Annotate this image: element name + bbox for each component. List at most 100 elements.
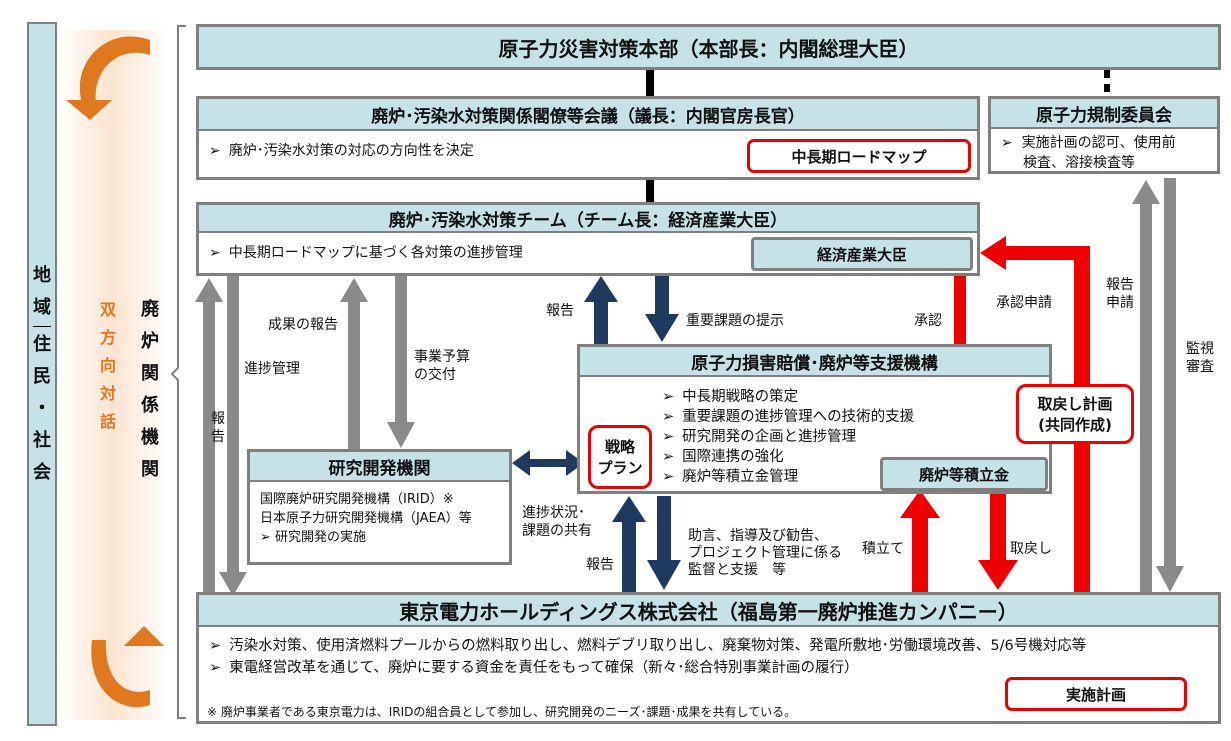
label-report-tepco: 報告 <box>586 557 614 573</box>
ndf-list: 中長期戦略の策定 重要課題の進捗管理への技術的支援 研究開発の企画と進捗管理 国… <box>662 387 914 487</box>
plan-label: 実施計画 <box>1065 685 1126 704</box>
tepco-item: 汚染水対策、使用済燃料プールからの燃料取り出し、燃料デブリ取り出し、廃棄物対策、… <box>209 635 1218 657</box>
label-report-ndf: 報告 <box>546 303 574 319</box>
bottom-curve-arrow <box>91 640 150 708</box>
agencies-char: 機 <box>141 427 159 448</box>
minister-box: 経済産業大臣 <box>751 237 973 271</box>
ndf-panel: 原子力損害賠償･廃炉等支援機構 中長期戦略の策定 重要課題の進捗管理への技術的支… <box>577 344 1052 494</box>
label-report-vertical: 報 告 <box>210 410 226 446</box>
label-approval-request: 承認申請 <box>996 295 1052 311</box>
report-char: 報 <box>211 411 225 427</box>
label-monitor: 監視 審査 <box>1186 340 1214 376</box>
community-char: 域 <box>33 296 51 318</box>
team-item: 中長期ロードマップに基づく各対策の進捗管理 <box>209 243 977 263</box>
agencies-char: 関 <box>141 363 159 384</box>
tepco-panel: 東京電力ホールディングス株式会社（福島第一廃炉推進カンパニー） 汚染水対策、使用… <box>196 592 1221 724</box>
agencies-char: 関 <box>141 459 159 480</box>
budget-line2: の交付 <box>414 367 456 383</box>
ndf-header: 原子力損害賠償･廃炉等支援機構 <box>580 347 1049 377</box>
council-item: 廃炉･汚染水対策の対応の方向性を決定 <box>209 141 977 161</box>
roadmap-box: 中長期ロードマップ <box>747 139 971 173</box>
dialogue-char: 話 <box>99 412 116 431</box>
council-panel: 廃炉･汚染水対策関係閣僚等会議（議長：内閣官房長官） 廃炉･汚染水対策の対応の方… <box>196 96 980 180</box>
budget-line1: 事業予算 <box>414 349 470 365</box>
rnd-panel: 研究開発機関 国際廃炉研究開発機構（IRID）※ 日本原子力研究開発機構（JAE… <box>247 449 512 565</box>
strategy-line2: プラン <box>597 459 643 477</box>
label-approval: 承認 <box>914 313 942 329</box>
advice-line3: 監督と支援 等 <box>688 562 786 578</box>
ndf-item: 廃炉等積立金管理 <box>662 467 914 487</box>
nra-item-line1: 実施計画の認可、使用前 <box>1021 135 1176 151</box>
community-char: ・ <box>33 397 51 419</box>
roadmap-label: 中長期ロードマップ <box>791 147 927 166</box>
bullet-glyph: ➢ <box>260 530 276 545</box>
label-status-share: 進捗状況･ 課題の共有 <box>522 504 592 540</box>
ndf-item: 中長期戦略の策定 <box>662 387 914 407</box>
fund-label: 廃炉等積立金 <box>918 465 1009 484</box>
tepco-header: 東京電力ホールディングス株式会社（福島第一廃炉推進カンパニー） <box>199 595 1218 627</box>
council-list: 廃炉･汚染水対策の対応の方向性を決定 <box>199 131 977 161</box>
rnd-header: 研究開発機関 <box>250 452 509 482</box>
dialogue-char: 双 <box>99 300 116 319</box>
community-char: 地 <box>33 264 51 286</box>
advice-line2: プロジェクト管理に係る <box>688 545 842 561</box>
dialogue-char: 向 <box>99 356 116 375</box>
bullet-glyph: ➢ <box>1001 135 1022 151</box>
monitor-line2: 審査 <box>1186 359 1214 375</box>
top-curve-arrow <box>79 36 150 104</box>
team-panel: 廃炉･汚染水対策チーム（チーム長：経済産業大臣） 中長期ロードマップに基づく各対… <box>196 202 980 276</box>
hq-panel: 原子力災害対策本部（本部長：内閣総理大臣） <box>196 24 1221 70</box>
report-apply-line2: 申請 <box>1106 295 1134 311</box>
nra-title: 原子力規制委員会 <box>1036 105 1172 126</box>
community-char: 社 <box>33 429 51 451</box>
community-char: 民 <box>33 365 51 387</box>
status-line2: 課題の共有 <box>522 523 592 539</box>
agencies-char: 廃 <box>141 299 159 320</box>
reclaim-line1: 取戻し計画 <box>1037 395 1113 413</box>
ndf-title: 原子力損害賠償･廃炉等支援機構 <box>691 353 938 374</box>
minister-label: 経済産業大臣 <box>816 245 907 264</box>
report-char: 告 <box>211 429 225 445</box>
strategy-plan-box: 戦略 プラン <box>588 425 652 489</box>
nra-body: ➢ 実施計画の認可、使用前 検査、溶接検査等 <box>991 129 1217 173</box>
ndf-item: 研究開発の企画と進捗管理 <box>662 427 914 447</box>
label-issues: 重要課題の提示 <box>686 313 784 329</box>
label-results-report: 成果の報告 <box>268 317 338 333</box>
team-header: 廃炉･汚染水対策チーム（チーム長：経済産業大臣） <box>199 205 977 233</box>
team-list: 中長期ロードマップに基づく各対策の進捗管理 <box>199 233 977 263</box>
rnd-item: 研究開発の実施 <box>275 530 367 545</box>
agencies-label: 廃 炉 関 係 機 関 <box>138 294 164 486</box>
fund-box: 廃炉等積立金 <box>880 457 1048 491</box>
community-char: 住 <box>33 333 51 355</box>
reclaim-line2: (共同作成) <box>1038 416 1112 434</box>
reclaim-plan-box: 取戻し計画 (共同作成) <box>1016 384 1134 444</box>
tepco-note: ※ 廃炉事業者である東京電力は、IRIDの組合員として参加し、研究開発のニーズ･… <box>207 705 797 719</box>
label-withdraw: 取戻し <box>1010 541 1052 557</box>
rnd-line2: 日本原子力研究開発機構（JAEA）等 <box>260 511 472 526</box>
community-bar: 地 域 住 民 ・ 社 会 <box>27 22 57 726</box>
report-apply-line1: 報告 <box>1106 277 1134 293</box>
nra-header: 原子力規制委員会 <box>991 99 1217 129</box>
rnd-line1: 国際廃炉研究開発機構（IRID）※ <box>260 492 454 507</box>
ndf-item: 重要課題の進捗管理への技術的支援 <box>662 407 914 427</box>
rnd-title: 研究開発機関 <box>328 458 431 479</box>
nra-panel: 原子力規制委員会 ➢ 実施計画の認可、使用前 検査、溶接検査等 <box>988 96 1220 174</box>
tepco-list: 汚染水対策、使用済燃料プールからの燃料取り出し、燃料デブリ取り出し、廃棄物対策、… <box>199 627 1218 679</box>
status-line1: 進捗状況･ <box>522 505 585 521</box>
label-advice: 助言、指導及び勧告、 プロジェクト管理に係る 監督と支援 等 <box>688 528 842 579</box>
hq-title: 原子力災害対策本部（本部長：内閣総理大臣） <box>498 36 919 61</box>
implementation-plan-box: 実施計画 <box>1005 677 1187 711</box>
dialogue-label: 双 方 向 対 話 <box>96 296 120 436</box>
advice-line1: 助言、指導及び勧告、 <box>688 528 828 544</box>
label-deposit: 積立て <box>862 541 904 557</box>
council-title: 廃炉･汚染水対策関係閣僚等会議（議長：内閣官房長官） <box>371 106 805 127</box>
nra-item-line2: 検査、溶接検査等 <box>1023 155 1135 171</box>
tepco-title: 東京電力ホールディングス株式会社（福島第一廃炉推進カンパニー） <box>399 599 1018 624</box>
dialogue-char: 方 <box>99 328 116 347</box>
community-divider <box>33 325 51 327</box>
rnd-body: 国際廃炉研究開発機構（IRID）※ 日本原子力研究開発機構（JAEA）等 ➢ 研… <box>250 482 509 547</box>
ndf-item: 国際連携の強化 <box>662 447 914 467</box>
council-header: 廃炉･汚染水対策関係閣僚等会議（議長：内閣官房長官） <box>199 99 977 131</box>
community-char: 会 <box>33 461 51 483</box>
dialogue-char: 対 <box>99 384 116 403</box>
